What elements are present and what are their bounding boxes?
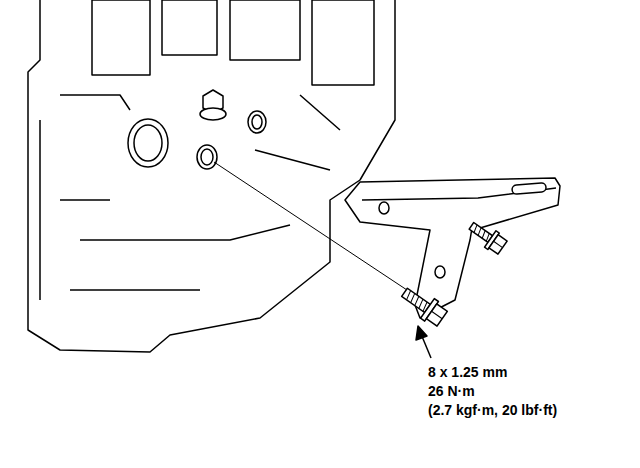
casting-rib (312, 0, 374, 85)
bracket-hole (435, 266, 445, 278)
bolt-hole (201, 149, 213, 165)
bracket (345, 178, 560, 318)
spec-callout: 8 x 1.25 mm26 N·m(2.7 kgf·m, 20 lbf·ft) (428, 363, 557, 420)
bracket-hole (379, 202, 389, 214)
pointer-arrowhead (416, 326, 427, 340)
washer (200, 108, 226, 120)
plug-boss (134, 125, 162, 161)
bracket-slot (512, 183, 547, 195)
torque-spec: 26 N·m (428, 382, 557, 401)
flange-bolt (466, 218, 509, 256)
casting-line (40, 95, 340, 300)
casting-rib (162, 0, 217, 55)
engine-block (28, 0, 395, 352)
dowel-ring (252, 115, 262, 129)
bolt-hole-boss (197, 145, 217, 169)
flange-bolt (398, 283, 449, 329)
plug-boss (128, 119, 168, 167)
torque-spec: (2.7 kgf·m, 20 lbf·ft) (428, 401, 557, 420)
casting-rib (92, 0, 150, 75)
casting-rib (230, 0, 300, 60)
dowel-ring (248, 111, 266, 133)
torque-spec: 8 x 1.25 mm (428, 363, 557, 382)
